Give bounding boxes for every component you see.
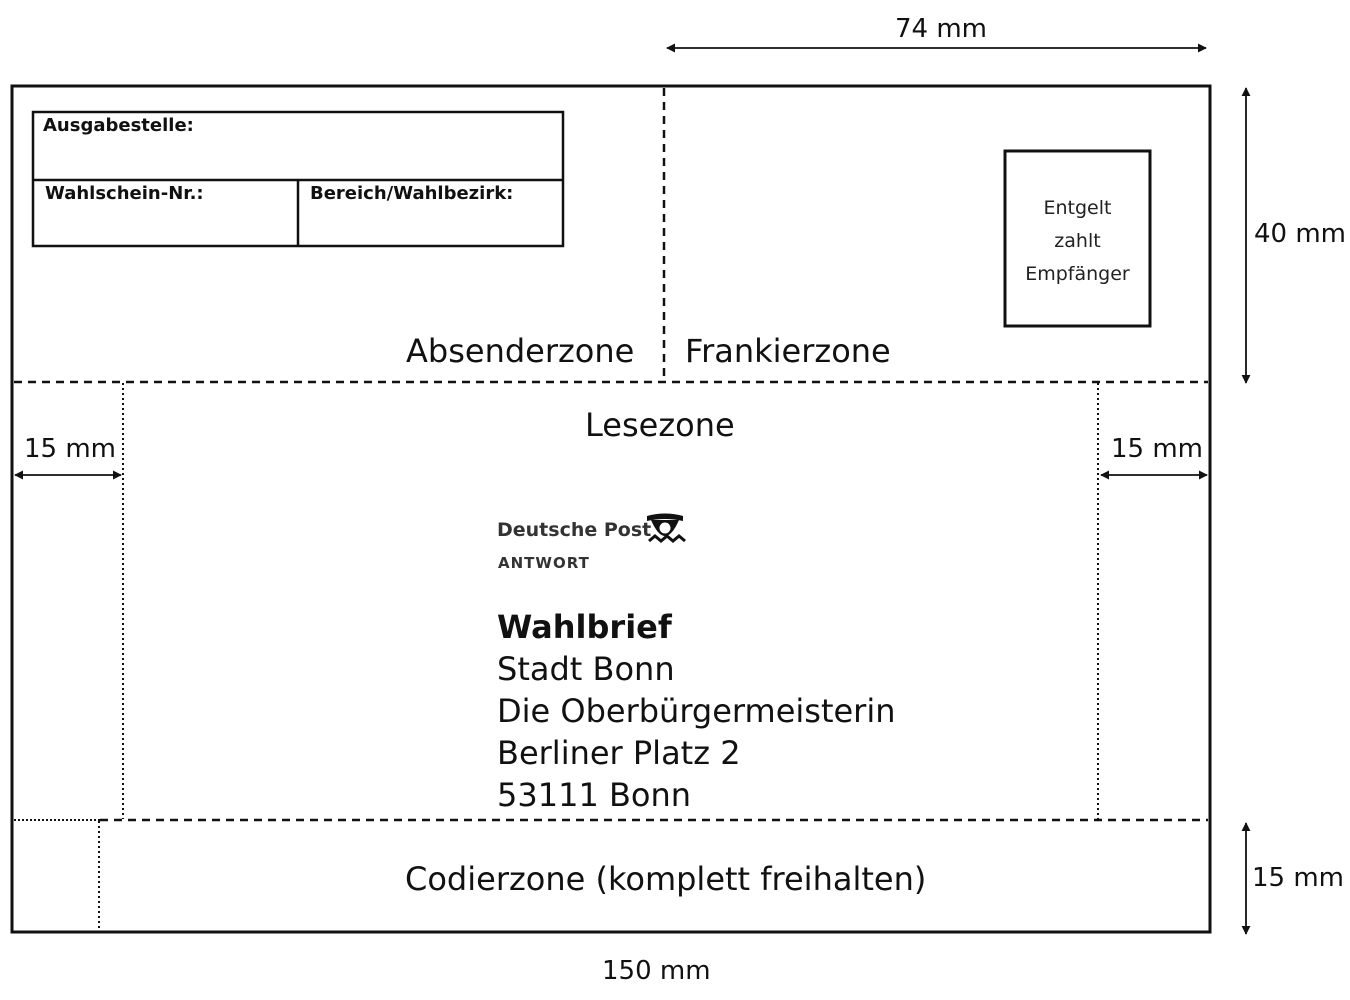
envelope-outline (10, 84, 1212, 934)
right-margin-label: 15 mm (1111, 434, 1204, 464)
address-line: Stadt Bonn (497, 650, 675, 688)
postage-stamp-line: Empfänger (1025, 263, 1130, 285)
reading-zone-label: Lesezone (585, 406, 735, 444)
address-line: Wahlbrief (497, 608, 672, 646)
ballot-number-label: Wahlschein-Nr.: (45, 183, 204, 204)
top-width-label: 74 mm (895, 14, 988, 44)
postage-stamp-line: Entgelt (1043, 197, 1112, 219)
bottom-height-label: 15 mm (1252, 863, 1345, 893)
left-margin-label: 15 mm (24, 434, 117, 464)
address-line: 53111 Bonn (497, 776, 692, 814)
total-width-label: 150 mm (602, 956, 711, 986)
postage-stamp-text: Entgelt zahlt Empfänger (1007, 192, 1148, 291)
carrier-name: Deutsche Post (497, 519, 652, 541)
recipient-address: Wahlbrief Stadt Bonn Die Oberbürgermeist… (497, 606, 896, 816)
address-line: Berliner Platz 2 (497, 734, 741, 772)
sender-zone-label: Absenderzone (406, 332, 635, 370)
postage-box (1003, 149, 1152, 328)
postage-stamp-line: zahlt (1054, 230, 1101, 252)
carrier-service: ANTWORT (498, 554, 590, 572)
issuing-office-label: Ausgabestelle: (43, 115, 194, 136)
district-label: Bereich/Wahlbezirk: (310, 183, 514, 204)
postage-zone-label: Frankierzone (685, 332, 891, 370)
address-line: Die Oberbürgermeisterin (497, 692, 896, 730)
right-height-label: 40 mm (1254, 219, 1347, 249)
coding-zone-label: Codierzone (komplett freihalten) (405, 860, 927, 898)
post-horn-icon (647, 513, 686, 543)
